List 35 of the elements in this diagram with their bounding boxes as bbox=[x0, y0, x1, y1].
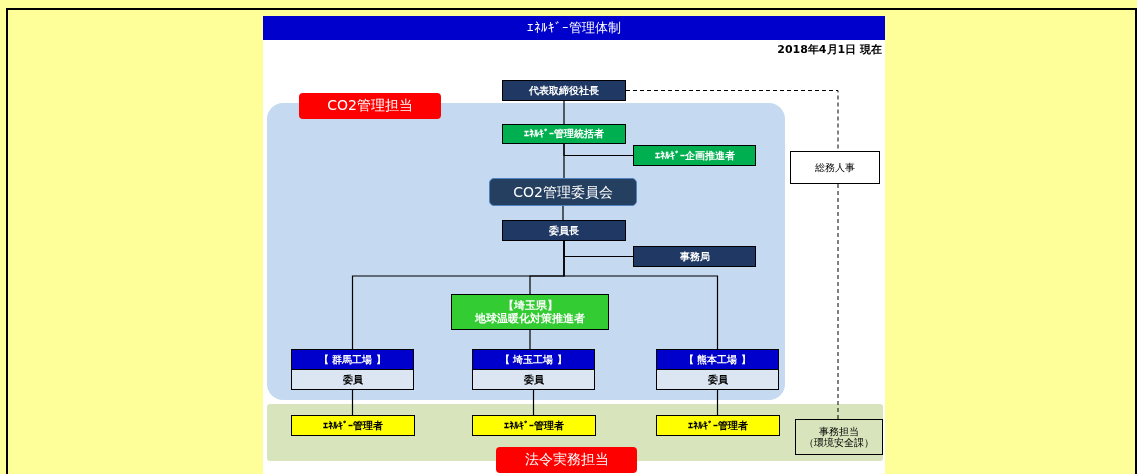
role-box: ｴﾈﾙｷﾞｰ管理者 bbox=[656, 415, 780, 436]
connector-line bbox=[351, 389, 354, 416]
date-note: 2018年4月1日 現在 bbox=[776, 42, 882, 57]
group-label: 法令実務担当 bbox=[496, 447, 637, 473]
connector-line bbox=[529, 329, 531, 350]
factory-header: 【 埼玉工場 】 bbox=[473, 350, 594, 370]
connector-line bbox=[563, 100, 565, 125]
connector-line bbox=[716, 389, 719, 416]
person-box: 事務局 bbox=[633, 246, 756, 267]
connector-line bbox=[563, 143, 565, 179]
factory-header: 【 熊本工場 】 bbox=[657, 350, 778, 370]
dashed-connector bbox=[837, 183, 839, 420]
dashed-connector bbox=[625, 90, 839, 152]
department-box: 総務人事 bbox=[790, 151, 880, 184]
role-box: ｴﾈﾙｷﾞｰ管理者 bbox=[472, 415, 596, 436]
group-label: CO2管理担当 bbox=[299, 93, 441, 119]
role-box: ｴﾈﾙｷﾞｰ管理者 bbox=[291, 415, 415, 436]
department-box: 事務担当 （環境安全課） bbox=[795, 419, 883, 455]
factory-box bbox=[472, 349, 595, 390]
role-text: 委員 bbox=[657, 370, 778, 389]
person-box: 委員長 bbox=[502, 220, 626, 241]
title-bar: ｴﾈﾙｷﾞｰ管理体制 bbox=[263, 16, 885, 40]
factory-box bbox=[291, 349, 414, 390]
connector-line bbox=[532, 389, 535, 416]
role-box: 【埼玉県】 地球温暖化対策推進者 bbox=[451, 294, 609, 330]
role-text: 委員 bbox=[292, 370, 413, 389]
role-box: ｴﾈﾙｷﾞｰ企画推進者 bbox=[633, 145, 756, 166]
factory-box bbox=[656, 349, 779, 390]
connector-line bbox=[562, 205, 564, 221]
person-box: 代表取締役社長 bbox=[502, 80, 626, 101]
role-text: 委員 bbox=[473, 370, 594, 389]
committee-box: CO2管理委員会 bbox=[489, 178, 637, 206]
connector-line bbox=[563, 240, 719, 350]
role-box: ｴﾈﾙｷﾞｰ管理統括者 bbox=[502, 124, 626, 144]
factory-header: 【 群馬工場 】 bbox=[292, 350, 413, 370]
